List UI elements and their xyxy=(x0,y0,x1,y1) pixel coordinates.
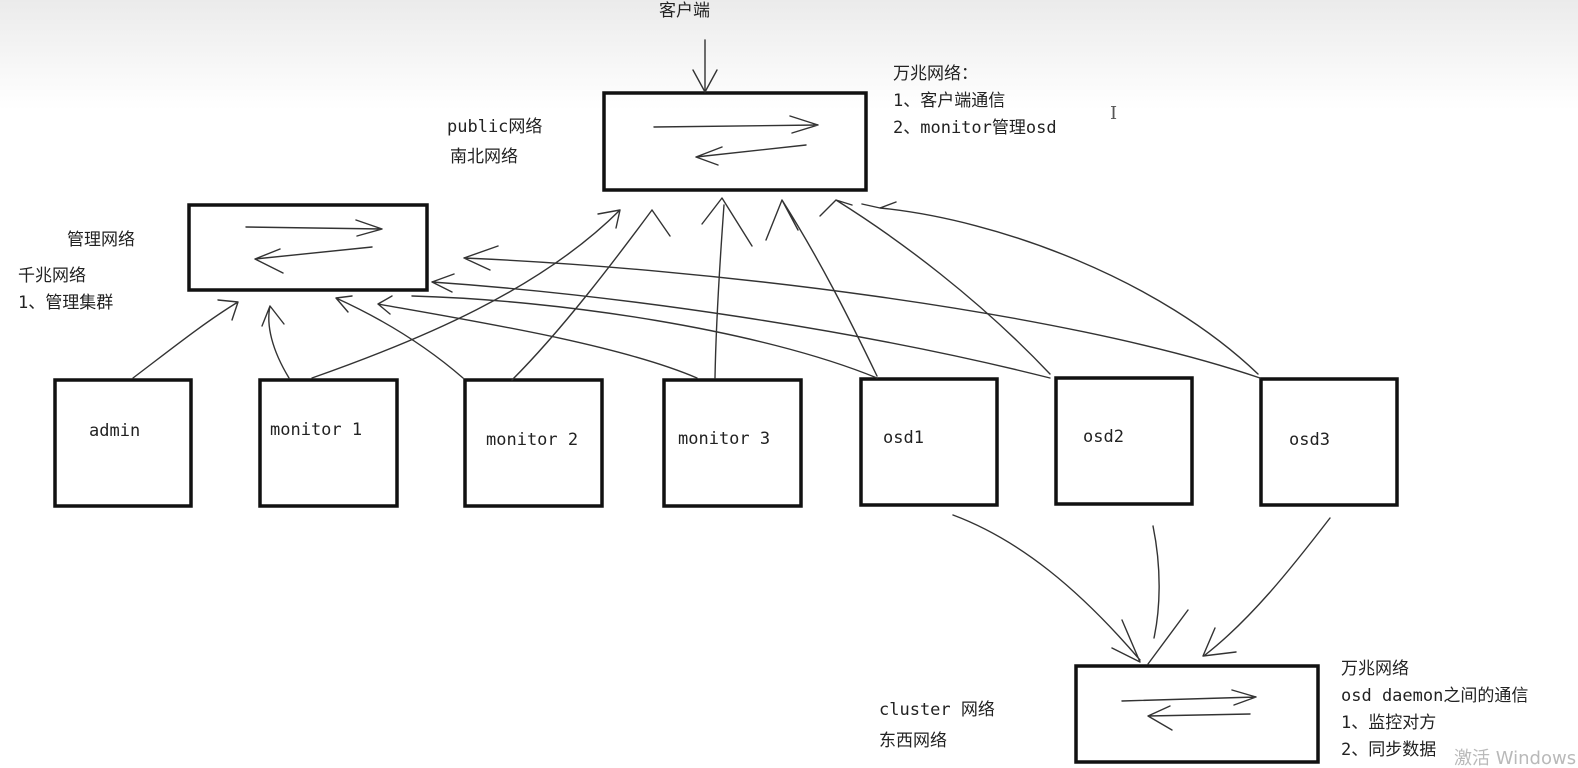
public-network-switch xyxy=(602,91,868,192)
link-monitor1-mgmt xyxy=(261,305,290,379)
cluster-switch-arrow-right xyxy=(1121,689,1257,706)
link-osd3-public xyxy=(861,201,1259,375)
cluster-network-note-2: osd daemon之间的通信 xyxy=(1341,686,1529,706)
node-label-monitor2: monitor 2 xyxy=(486,430,579,450)
link-osd3-cluster xyxy=(1202,517,1331,657)
management-network-name: 管理网络 xyxy=(67,230,135,250)
client-label: 客户端 xyxy=(659,1,710,21)
cluster-network-note-4: 2、同步数据 xyxy=(1341,740,1437,760)
client-arrowhead xyxy=(692,69,718,93)
cluster-network-switch xyxy=(1074,664,1320,764)
link-monitor3-mgmt xyxy=(377,295,698,379)
link-monitor1-public xyxy=(311,209,621,379)
link-osd2-cluster xyxy=(1147,525,1189,665)
link-osd1-mgmt xyxy=(411,295,878,379)
cluster-network-alias: 东西网络 xyxy=(879,731,947,751)
link-osd2-public xyxy=(819,199,1051,375)
node-label-osd3: osd3 xyxy=(1289,430,1330,450)
public-network-note-3: 2、monitor管理osd xyxy=(893,118,1057,138)
public-network-alias: 南北网络 xyxy=(450,147,518,167)
node-box-osd3 xyxy=(1259,377,1399,507)
public-switch-arrow-right xyxy=(653,115,819,134)
cluster-switch-arrow-left xyxy=(1147,705,1251,731)
link-osd1-public xyxy=(765,199,878,377)
cluster-network-note-1: 万兆网络 xyxy=(1341,659,1409,679)
cluster-network-note-3: 1、监控对方 xyxy=(1341,713,1437,733)
node-box-admin xyxy=(53,378,193,508)
node-label-osd2: osd2 xyxy=(1083,427,1124,447)
management-network-note-1: 千兆网络 xyxy=(18,266,86,286)
management-network-note-2: 1、管理集群 xyxy=(18,293,114,313)
text-cursor-icon: I xyxy=(1110,103,1118,124)
public-network-note-2: 1、客户端通信 xyxy=(893,91,1006,111)
public-network-name: public网络 xyxy=(447,117,543,137)
link-monitor3-public xyxy=(701,197,753,379)
node-box-monitor3 xyxy=(662,378,803,508)
node-label-monitor1: monitor 1 xyxy=(270,420,363,440)
link-osd3-mgmt xyxy=(463,245,1261,379)
link-monitor2-public xyxy=(511,209,671,381)
mgmt-switch-arrow-left xyxy=(254,246,373,274)
link-monitor2-mgmt xyxy=(335,295,464,379)
management-network-switch xyxy=(187,203,429,292)
node-label-admin: admin xyxy=(89,421,141,441)
activation-watermark: 激活 Windows xyxy=(1454,748,1577,768)
link-osd2-mgmt xyxy=(431,273,1051,379)
mgmt-switch-arrow-right xyxy=(245,219,383,237)
node-box-monitor2 xyxy=(463,378,604,508)
node-box-monitor1 xyxy=(258,378,399,508)
public-network-note-1: 万兆网络： xyxy=(893,64,978,84)
node-box-osd1 xyxy=(859,377,999,507)
link-osd1-cluster xyxy=(952,514,1141,663)
node-box-osd2 xyxy=(1054,376,1194,506)
link-admin-mgmt xyxy=(132,299,239,379)
cluster-network-name: cluster 网络 xyxy=(879,700,995,720)
node-label-osd1: osd1 xyxy=(883,428,924,448)
public-switch-arrow-left xyxy=(695,144,807,166)
node-label-monitor3: monitor 3 xyxy=(678,429,771,449)
